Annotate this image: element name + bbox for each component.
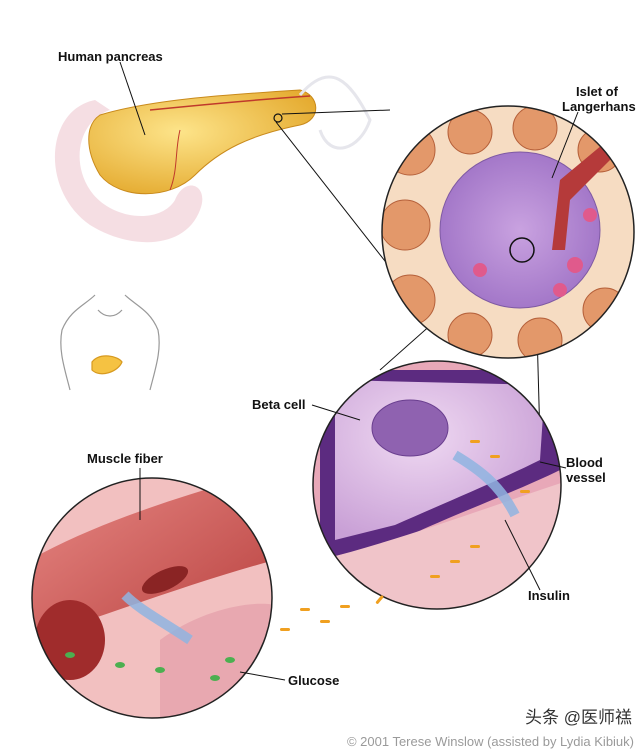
label-muscle-fiber: Muscle fiber bbox=[87, 451, 163, 466]
torso-outline bbox=[60, 294, 160, 391]
label-human-pancreas: Human pancreas bbox=[58, 49, 163, 64]
free-insulin-particles bbox=[280, 595, 384, 631]
beta-cell-magnified bbox=[313, 361, 561, 609]
label-insulin: Insulin bbox=[528, 588, 570, 603]
islet-magnified bbox=[382, 106, 634, 358]
copyright-notice: © 2001 Terese Winslow (assisted by Lydia… bbox=[346, 734, 634, 749]
label-glucose: Glucose bbox=[288, 673, 340, 688]
muscle-magnified bbox=[32, 478, 272, 718]
label-islet-of-langerhans: Islet of Langerhans bbox=[562, 84, 636, 114]
label-blood-vessel: Blood vessel bbox=[566, 455, 606, 485]
leader-lines bbox=[119, 61, 567, 681]
pancreas-drawing bbox=[54, 75, 372, 243]
watermark: 头条 @医师禚 bbox=[525, 708, 632, 727]
label-beta-cell: Beta cell bbox=[252, 397, 306, 412]
